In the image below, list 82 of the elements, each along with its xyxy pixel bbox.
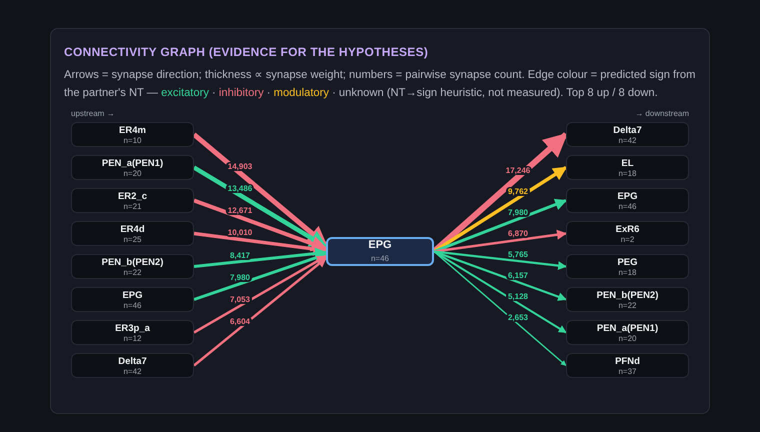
arrow (193, 198, 328, 252)
node-name: EPG (122, 290, 143, 300)
arrow (194, 248, 328, 268)
node-name: PEN_b(PEN2) (596, 290, 658, 300)
node-name: ExR6 (616, 224, 640, 234)
node-box (566, 287, 689, 312)
node-box (71, 353, 194, 378)
node-count: n=46 (123, 300, 142, 310)
node-name: EPG (617, 190, 638, 202)
node-count: n=10 (123, 136, 142, 144)
node-box (71, 287, 194, 312)
node-count: n=46 (370, 254, 390, 263)
node-count: n=37 (618, 366, 637, 376)
arrow (194, 232, 328, 256)
node-box (566, 155, 689, 180)
node-count: n=18 (618, 168, 637, 178)
node-box (566, 320, 689, 345)
edge-label: 5,765 (506, 250, 530, 260)
node-name: PEG (617, 256, 638, 268)
node-name: PEN_a(PEN1) (596, 322, 658, 334)
arrow (194, 252, 328, 301)
node-name: ER2_c (118, 190, 148, 202)
node-count: n=20 (618, 334, 637, 342)
edge-label: 6,870 (506, 229, 530, 238)
node-box (566, 254, 689, 279)
edge-label: 10,010 (226, 228, 254, 238)
arrow (192, 166, 328, 249)
node-count: n=22 (123, 268, 142, 276)
arrow (193, 257, 327, 366)
node-count: n=42 (618, 136, 637, 144)
title: CONNECTIVITY GRAPH (EVIDENCE FOR THE HYPOTHESES) (64, 44, 428, 61)
node-name: PFNd (615, 356, 640, 366)
arrow (433, 166, 568, 253)
arrow (434, 250, 567, 270)
node-box (71, 188, 194, 213)
node-count: n=21 (123, 202, 142, 210)
node-count: n=18 (618, 268, 637, 276)
node-count: n=12 (123, 334, 142, 342)
node-box (71, 254, 194, 279)
edge-label: 6,157 (506, 271, 530, 280)
column-heading: → downstream (635, 108, 689, 120)
arrow (193, 255, 327, 334)
node-count: n=2 (620, 234, 634, 244)
node-name: EPG (368, 240, 392, 251)
node-count: n=42 (123, 366, 142, 376)
node-box (566, 188, 689, 213)
arrow (192, 132, 328, 247)
edge-label: 13,486 (226, 184, 254, 194)
node-box (71, 155, 194, 180)
arrow (434, 250, 566, 366)
node-name: Delta7 (613, 124, 642, 136)
node-box (566, 353, 689, 378)
edge-label: 2,653 (506, 313, 530, 322)
node-name: Delta7 (118, 356, 147, 366)
edge-label: 7,980 (506, 208, 530, 218)
column-heading: upstream → (71, 108, 115, 120)
node-count: n=25 (123, 234, 142, 244)
node-count: n=46 (618, 202, 637, 210)
arrow (433, 198, 568, 253)
node-count: n=20 (123, 168, 142, 178)
description: Arrows = synapse direction; thickness ∝ synapse weight; numbers = pairwise synapse count. Edge colour = predicted sign from the partner's NT — excitatory · inhibitory · modulatory · unknown (NT→sign heuristic, not measured). Top 8 up / 8 down. (64, 68, 696, 101)
edge-label: 6,604 (228, 317, 252, 326)
node-name: EL (621, 158, 634, 168)
node-box (71, 221, 194, 246)
edge-label: 14,903 (226, 162, 254, 171)
edge-label: 5,128 (506, 292, 530, 302)
node-name: ER4d (120, 224, 145, 234)
arrow (434, 230, 567, 253)
node-name: ER3p_a (115, 322, 150, 334)
arrow (433, 250, 567, 334)
edge-label: 12,671 (226, 206, 254, 216)
node-name: PEN_b(PEN2) (102, 256, 164, 268)
edge-label: 9,762 (506, 187, 530, 196)
node-name: ER4m (119, 124, 146, 136)
node-box (71, 320, 194, 345)
node-name: PEN_a(PEN1) (102, 158, 164, 168)
node-box (71, 122, 194, 147)
edge-label: 17,246 (504, 166, 532, 176)
node-box (566, 122, 689, 147)
node-box (326, 237, 434, 266)
node-box (566, 221, 689, 246)
node-count: n=22 (618, 300, 637, 310)
